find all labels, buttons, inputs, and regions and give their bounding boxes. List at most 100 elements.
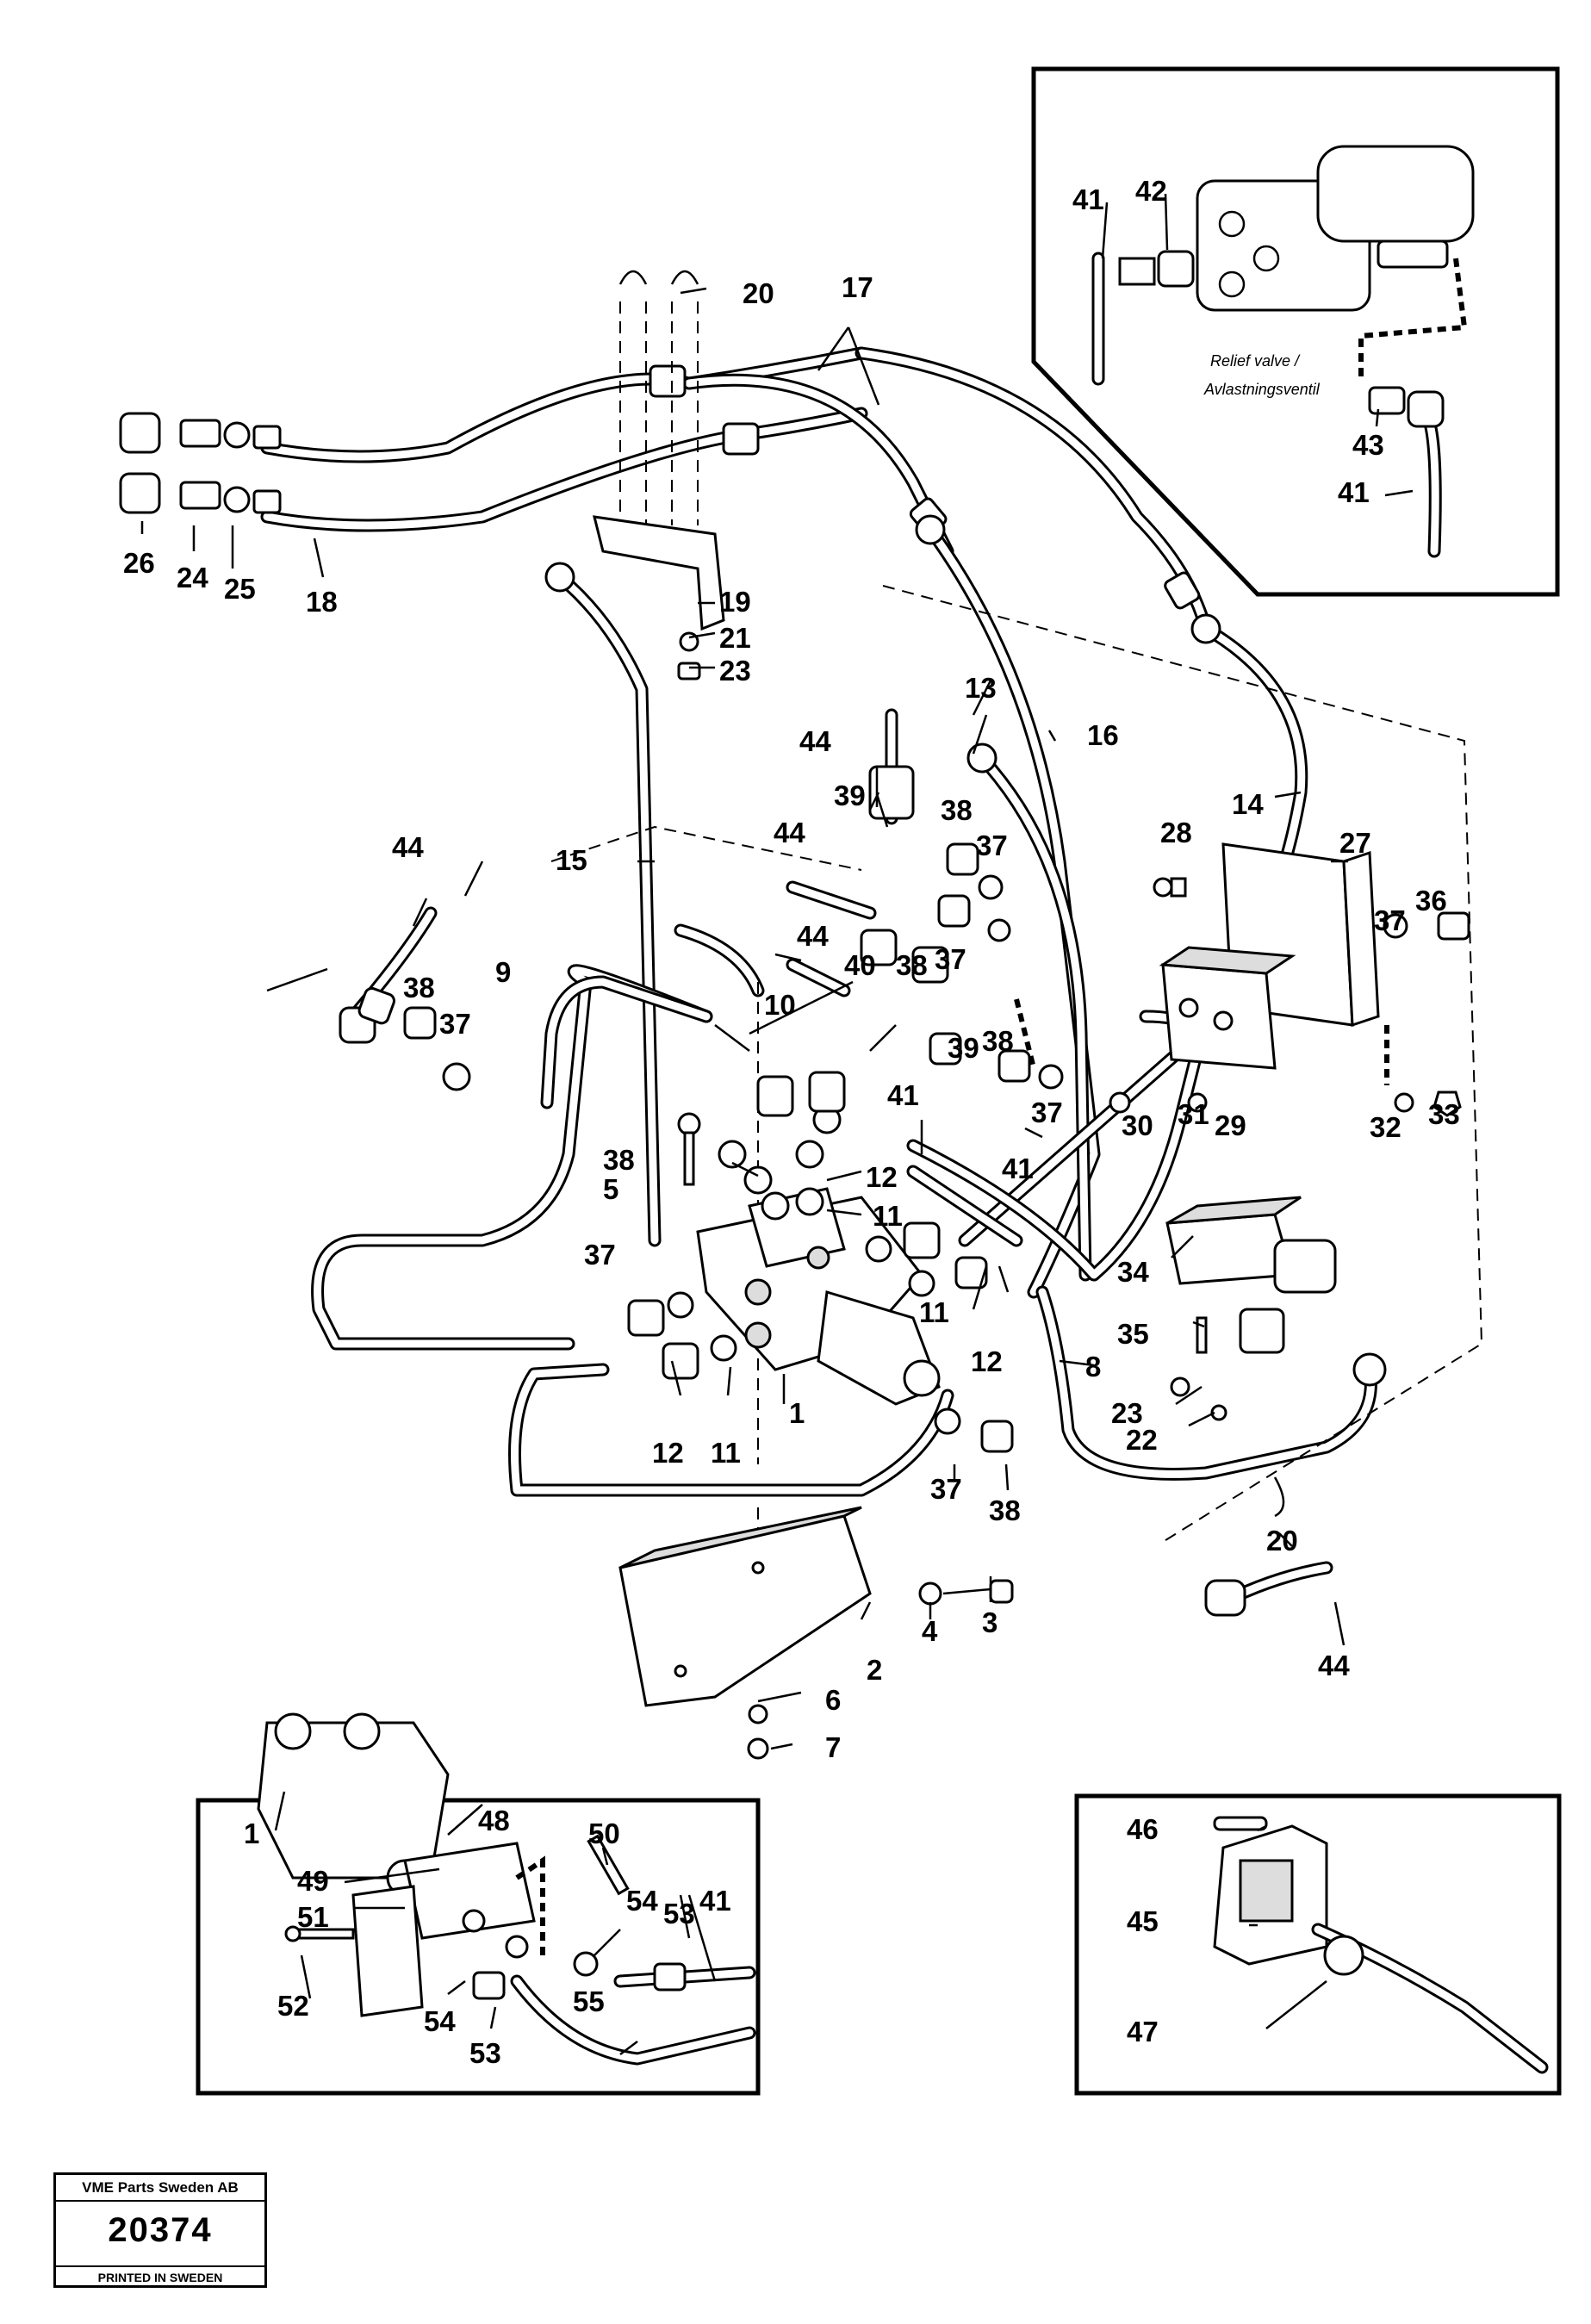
wire-harness — [1014, 998, 1389, 1085]
callout-45: 45 — [1127, 1905, 1159, 1937]
stamp-printed: PRINTED IN SWEDEN — [56, 2265, 264, 2284]
callout-29: 29 — [1215, 1109, 1246, 1141]
callout-26: 26 — [123, 547, 155, 579]
bracket-assembly — [593, 270, 725, 680]
callout-41-c: 41 — [1072, 183, 1104, 215]
connector-inset-frame — [1074, 1793, 1562, 2096]
callout-38-f: 38 — [989, 1494, 1021, 1526]
upper-hoses — [119, 346, 1213, 636]
callout-4: 4 — [922, 1615, 938, 1647]
callout-52: 52 — [277, 1990, 309, 2022]
callout-47: 47 — [1127, 2016, 1159, 2047]
relief-valve-cylinder — [1316, 145, 1475, 243]
mounting-plate — [1159, 842, 1380, 1070]
callout-41-e: 41 — [699, 1885, 731, 1917]
callout-28: 28 — [1160, 817, 1192, 848]
callout-37-d: 37 — [1031, 1097, 1063, 1128]
callout-38-a: 38 — [941, 794, 973, 826]
callout-21: 21 — [719, 622, 751, 654]
callout-43: 43 — [1352, 429, 1384, 461]
callout-11-c: 11 — [711, 1437, 741, 1469]
callout-44-d: 44 — [392, 831, 424, 863]
callout-38-e: 38 — [603, 1144, 635, 1176]
callout-12-c: 12 — [652, 1437, 684, 1469]
callout-2: 2 — [867, 1654, 882, 1686]
callout-38-d: 38 — [403, 972, 435, 1004]
callout-24: 24 — [177, 562, 208, 593]
callout-labels: 1 1 2 3 4 5 6 7 8 9 10 11 11 11 12 12 12… — [123, 175, 1460, 2069]
callout-1-inset: 1 — [244, 1818, 259, 1849]
callout-30: 30 — [1122, 1109, 1153, 1141]
solenoid-valve-inset-frame — [196, 1798, 761, 2096]
callout-53-b: 53 — [469, 2037, 501, 2069]
callout-39-a: 39 — [834, 780, 866, 811]
callout-53-a: 53 — [663, 1898, 695, 1929]
callout-14: 14 — [1232, 788, 1264, 820]
callout-11-b: 11 — [919, 1296, 949, 1328]
callout-25: 25 — [224, 573, 256, 605]
callout-34: 34 — [1117, 1256, 1149, 1288]
callout-44-b: 44 — [774, 817, 805, 848]
callout-17: 17 — [842, 271, 873, 303]
callout-46: 46 — [1127, 1813, 1159, 1845]
callout-7: 7 — [825, 1731, 841, 1763]
relief-valve-inset-frame — [1031, 66, 1560, 597]
callout-37-b: 37 — [976, 830, 1008, 861]
valve-bracket — [618, 1506, 872, 1760]
callout-41-d: 41 — [1338, 476, 1370, 508]
callout-1: 1 — [789, 1397, 805, 1429]
callout-37-a: 37 — [1374, 904, 1406, 936]
callout-11-a: 11 — [873, 1200, 903, 1232]
callout-27: 27 — [1339, 827, 1371, 859]
relief-valve-note: Relief valve / — [1210, 352, 1301, 370]
callout-37-c: 37 — [935, 943, 966, 975]
control-valve-block — [696, 1187, 941, 1406]
callout-38-c: 38 — [982, 1025, 1014, 1057]
callout-44-a: 44 — [799, 725, 831, 757]
fittings — [357, 842, 1470, 1606]
callout-42: 42 — [1135, 175, 1167, 207]
callout-23-b: 23 — [1111, 1397, 1143, 1429]
callout-3: 3 — [982, 1606, 997, 1638]
center-line-frame — [882, 585, 1483, 1543]
callout-12-b: 12 — [971, 1345, 1003, 1377]
callout-55: 55 — [573, 1985, 605, 2017]
solenoid-valve — [1165, 1196, 1337, 1354]
center-line-left — [550, 825, 862, 871]
callout-12-a: 12 — [866, 1161, 898, 1193]
callout-38-b: 38 — [896, 949, 928, 981]
callout-20-a: 20 — [743, 277, 774, 309]
callout-6: 6 — [825, 1684, 841, 1716]
callout-20-b: 20 — [1266, 1525, 1298, 1557]
callout-9: 9 — [495, 956, 511, 988]
callout-44-c: 44 — [797, 920, 829, 952]
relief-valve-inset — [1091, 145, 1475, 558]
callout-10: 10 — [764, 989, 796, 1021]
solenoid-inset — [257, 1712, 756, 2066]
callout-15: 15 — [556, 844, 587, 876]
callout-35: 35 — [1117, 1318, 1149, 1350]
steel-pipes — [311, 514, 1387, 1497]
callout-36: 36 — [1415, 885, 1447, 917]
drawing-number: 20374 — [108, 2211, 213, 2249]
callout-37-e: 37 — [439, 1008, 471, 1040]
callout-18: 18 — [306, 586, 338, 618]
callout-39-b: 39 — [948, 1032, 979, 1064]
callout-23-a: 23 — [719, 655, 751, 687]
callout-31: 31 — [1178, 1098, 1209, 1130]
callout-37-f: 37 — [584, 1239, 616, 1271]
callout-54-b: 54 — [424, 2005, 456, 2037]
callout-5: 5 — [603, 1173, 618, 1205]
callout-49: 49 — [297, 1865, 329, 1897]
callout-48: 48 — [478, 1805, 510, 1836]
stamp-company: VME Parts Sweden AB — [56, 2179, 264, 2202]
callout-44-e: 44 — [1318, 1650, 1350, 1681]
callout-13: 13 — [965, 672, 997, 704]
callout-19: 19 — [719, 586, 751, 618]
callout-8: 8 — [1085, 1351, 1101, 1383]
callout-33: 33 — [1428, 1098, 1460, 1130]
callout-41-a: 41 — [887, 1079, 919, 1111]
callout-41-b: 41 — [1002, 1153, 1034, 1184]
callout-32: 32 — [1370, 1111, 1401, 1143]
